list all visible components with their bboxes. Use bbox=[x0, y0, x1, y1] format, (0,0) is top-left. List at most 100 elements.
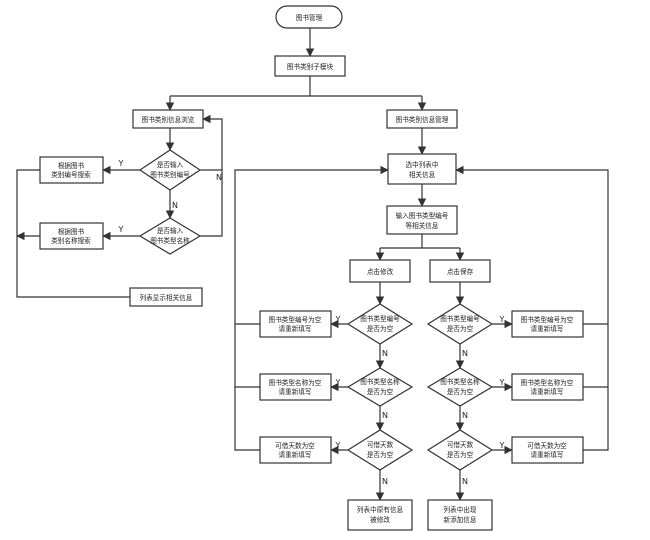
svg-text:相关信息: 相关信息 bbox=[409, 170, 436, 179]
svg-text:图书类型名称: 图书类型名称 bbox=[360, 377, 400, 386]
node-click-save: 点击保存 bbox=[429, 259, 491, 283]
svg-text:输入图书类型编号: 输入图书类型编号 bbox=[396, 211, 449, 220]
label-save-q1-yes: Y bbox=[499, 315, 505, 324]
label-edit-q2-yes: Y bbox=[335, 378, 341, 387]
node-msg-save-id: 图书类型编号为空 请重新填写 bbox=[511, 310, 584, 338]
edge-searches-list bbox=[17, 169, 130, 298]
node-start: 图书管理 bbox=[275, 5, 343, 29]
node-search-by-name: 根据图书 类别名称搜索 bbox=[39, 222, 104, 250]
label-edit-q3-yes: Y bbox=[335, 441, 341, 450]
svg-text:可借天数: 可借天数 bbox=[367, 440, 394, 449]
svg-text:可借天数: 可借天数 bbox=[447, 440, 474, 449]
node-manage: 图书类别信息管理 bbox=[386, 109, 458, 129]
node-msg-save-days: 可借天数为空 请重新填写 bbox=[511, 436, 584, 464]
svg-text:图书类型编号为空: 图书类型编号为空 bbox=[521, 315, 574, 324]
svg-text:图书类型名称: 图书类型名称 bbox=[150, 236, 190, 245]
edge-input-split bbox=[380, 234, 460, 249]
label-save-q3-no: N bbox=[462, 477, 468, 486]
svg-text:列表中原有信息: 列表中原有信息 bbox=[357, 505, 404, 514]
svg-text:请重新填写: 请重新填写 bbox=[531, 324, 564, 333]
node-msg-edit-id: 图书类型编号为空 请重新填写 bbox=[259, 310, 332, 338]
node-list-show: 列表显示相关信息 bbox=[129, 287, 203, 307]
svg-text:是否为空: 是否为空 bbox=[447, 450, 474, 459]
node-decision-save-days: 可借天数 是否为空 bbox=[426, 429, 494, 471]
svg-text:请重新填写: 请重新填写 bbox=[531, 450, 564, 459]
label-qid-no: N bbox=[172, 201, 178, 210]
edge-right-return bbox=[456, 170, 609, 451]
svg-text:被修改: 被修改 bbox=[370, 515, 390, 524]
svg-text:请重新填写: 请重新填写 bbox=[531, 387, 564, 396]
svg-text:新添加信息: 新添加信息 bbox=[444, 515, 477, 524]
label-edit-q1-yes: Y bbox=[335, 315, 341, 324]
edge-qname-loop bbox=[200, 114, 223, 237]
svg-text:请重新填写: 请重新填写 bbox=[279, 324, 312, 333]
svg-text:列表显示相关信息: 列表显示相关信息 bbox=[140, 293, 193, 302]
nodes: 图书管理 图书类别子模块 图书类别信息浏览 图书类别信息管理 是否输入 图书类别… bbox=[39, 5, 584, 531]
node-decision-save-id: 图书类型编号 是否为空 bbox=[426, 303, 494, 345]
label-edit-q3-no: N bbox=[382, 477, 388, 486]
label-qid-yes: Y bbox=[118, 159, 124, 168]
svg-text:图书类型名称: 图书类型名称 bbox=[440, 377, 480, 386]
node-browse: 图书类别信息浏览 bbox=[132, 109, 204, 129]
svg-text:图书类别子模块: 图书类别子模块 bbox=[287, 62, 334, 71]
svg-text:可借天数为空: 可借天数为空 bbox=[527, 441, 567, 450]
svg-text:点击修改: 点击修改 bbox=[367, 267, 394, 276]
node-msg-edit-days: 可借天数为空 请重新填写 bbox=[259, 436, 332, 464]
label-save-q1-no: N bbox=[462, 349, 468, 358]
label-save-q2-no: N bbox=[462, 411, 468, 420]
node-result-edit: 列表中原有信息 被修改 bbox=[347, 499, 413, 531]
node-select-row: 选中列表中 相关信息 bbox=[387, 153, 457, 185]
svg-text:图书管理: 图书管理 bbox=[296, 13, 323, 22]
svg-text:请重新填写: 请重新填写 bbox=[279, 387, 312, 396]
svg-text:图书类型名称为空: 图书类型名称为空 bbox=[269, 378, 322, 387]
svg-text:是否为空: 是否为空 bbox=[447, 387, 474, 396]
node-decision-save-name: 图书类型名称 是否为空 bbox=[426, 367, 494, 407]
node-decision-edit-id: 图书类型编号 是否为空 bbox=[346, 303, 414, 345]
node-module: 图书类别子模块 bbox=[274, 55, 346, 77]
svg-text:可借天数为空: 可借天数为空 bbox=[275, 441, 315, 450]
svg-text:等相关信息: 等相关信息 bbox=[406, 221, 439, 230]
svg-text:类别编号搜索: 类别编号搜索 bbox=[51, 170, 91, 179]
node-decision-edit-days: 可借天数 是否为空 bbox=[346, 429, 414, 471]
svg-text:请重新填写: 请重新填写 bbox=[279, 450, 312, 459]
node-decision-by-name: 是否输入 图书类型名称 bbox=[138, 217, 202, 255]
node-msg-edit-name: 图书类型名称为空 请重新填写 bbox=[259, 373, 332, 401]
edge-module-split bbox=[170, 76, 422, 97]
svg-text:图书类别信息浏览: 图书类别信息浏览 bbox=[142, 115, 195, 124]
label-qname-yes: Y bbox=[118, 225, 124, 234]
svg-text:是否为空: 是否为空 bbox=[367, 324, 394, 333]
node-result-save: 列表中出现 新添加信息 bbox=[427, 499, 493, 531]
edge-labels: Y N Y N Y N Y N Y N Y N Y N Y N bbox=[118, 159, 505, 486]
label-edit-q2-no: N bbox=[382, 411, 388, 420]
svg-text:根据图书: 根据图书 bbox=[58, 161, 85, 170]
node-decision-edit-name: 图书类型名称 是否为空 bbox=[346, 367, 414, 407]
label-save-q3-yes: Y bbox=[499, 441, 505, 450]
svg-text:选中列表中: 选中列表中 bbox=[406, 160, 439, 169]
svg-text:是否为空: 是否为空 bbox=[447, 324, 474, 333]
svg-text:图书类型名称为空: 图书类型名称为空 bbox=[521, 378, 574, 387]
node-click-edit: 点击修改 bbox=[349, 259, 411, 283]
svg-text:列表中出现: 列表中出现 bbox=[444, 505, 477, 514]
svg-text:图书类别编号: 图书类别编号 bbox=[150, 170, 190, 179]
node-search-by-id: 根据图书 类别编号搜索 bbox=[39, 156, 104, 184]
node-decision-by-id: 是否输入 图书类别编号 bbox=[138, 149, 202, 191]
svg-text:点击保存: 点击保存 bbox=[447, 267, 474, 276]
svg-text:根据图书: 根据图书 bbox=[58, 227, 85, 236]
label-edit-q1-no: N bbox=[382, 349, 388, 358]
node-msg-save-name: 图书类型名称为空 请重新填写 bbox=[511, 373, 584, 401]
svg-text:是否为空: 是否为空 bbox=[367, 450, 394, 459]
node-input-info: 输入图书类型编号 等相关信息 bbox=[386, 205, 458, 235]
svg-text:图书类别信息管理: 图书类别信息管理 bbox=[396, 115, 449, 124]
label-loop-no: N bbox=[216, 173, 222, 182]
label-save-q2-yes: Y bbox=[499, 378, 505, 387]
svg-text:图书类型编号: 图书类型编号 bbox=[360, 314, 400, 323]
edge-left-return bbox=[234, 170, 388, 451]
edges bbox=[17, 28, 609, 501]
svg-text:是否输入: 是否输入 bbox=[157, 160, 184, 169]
svg-text:是否为空: 是否为空 bbox=[367, 387, 394, 396]
svg-text:图书类型编号: 图书类型编号 bbox=[440, 314, 480, 323]
svg-text:图书类型编号为空: 图书类型编号为空 bbox=[269, 315, 322, 324]
svg-text:是否输入: 是否输入 bbox=[157, 226, 184, 235]
svg-text:类别名称搜索: 类别名称搜索 bbox=[51, 236, 91, 245]
